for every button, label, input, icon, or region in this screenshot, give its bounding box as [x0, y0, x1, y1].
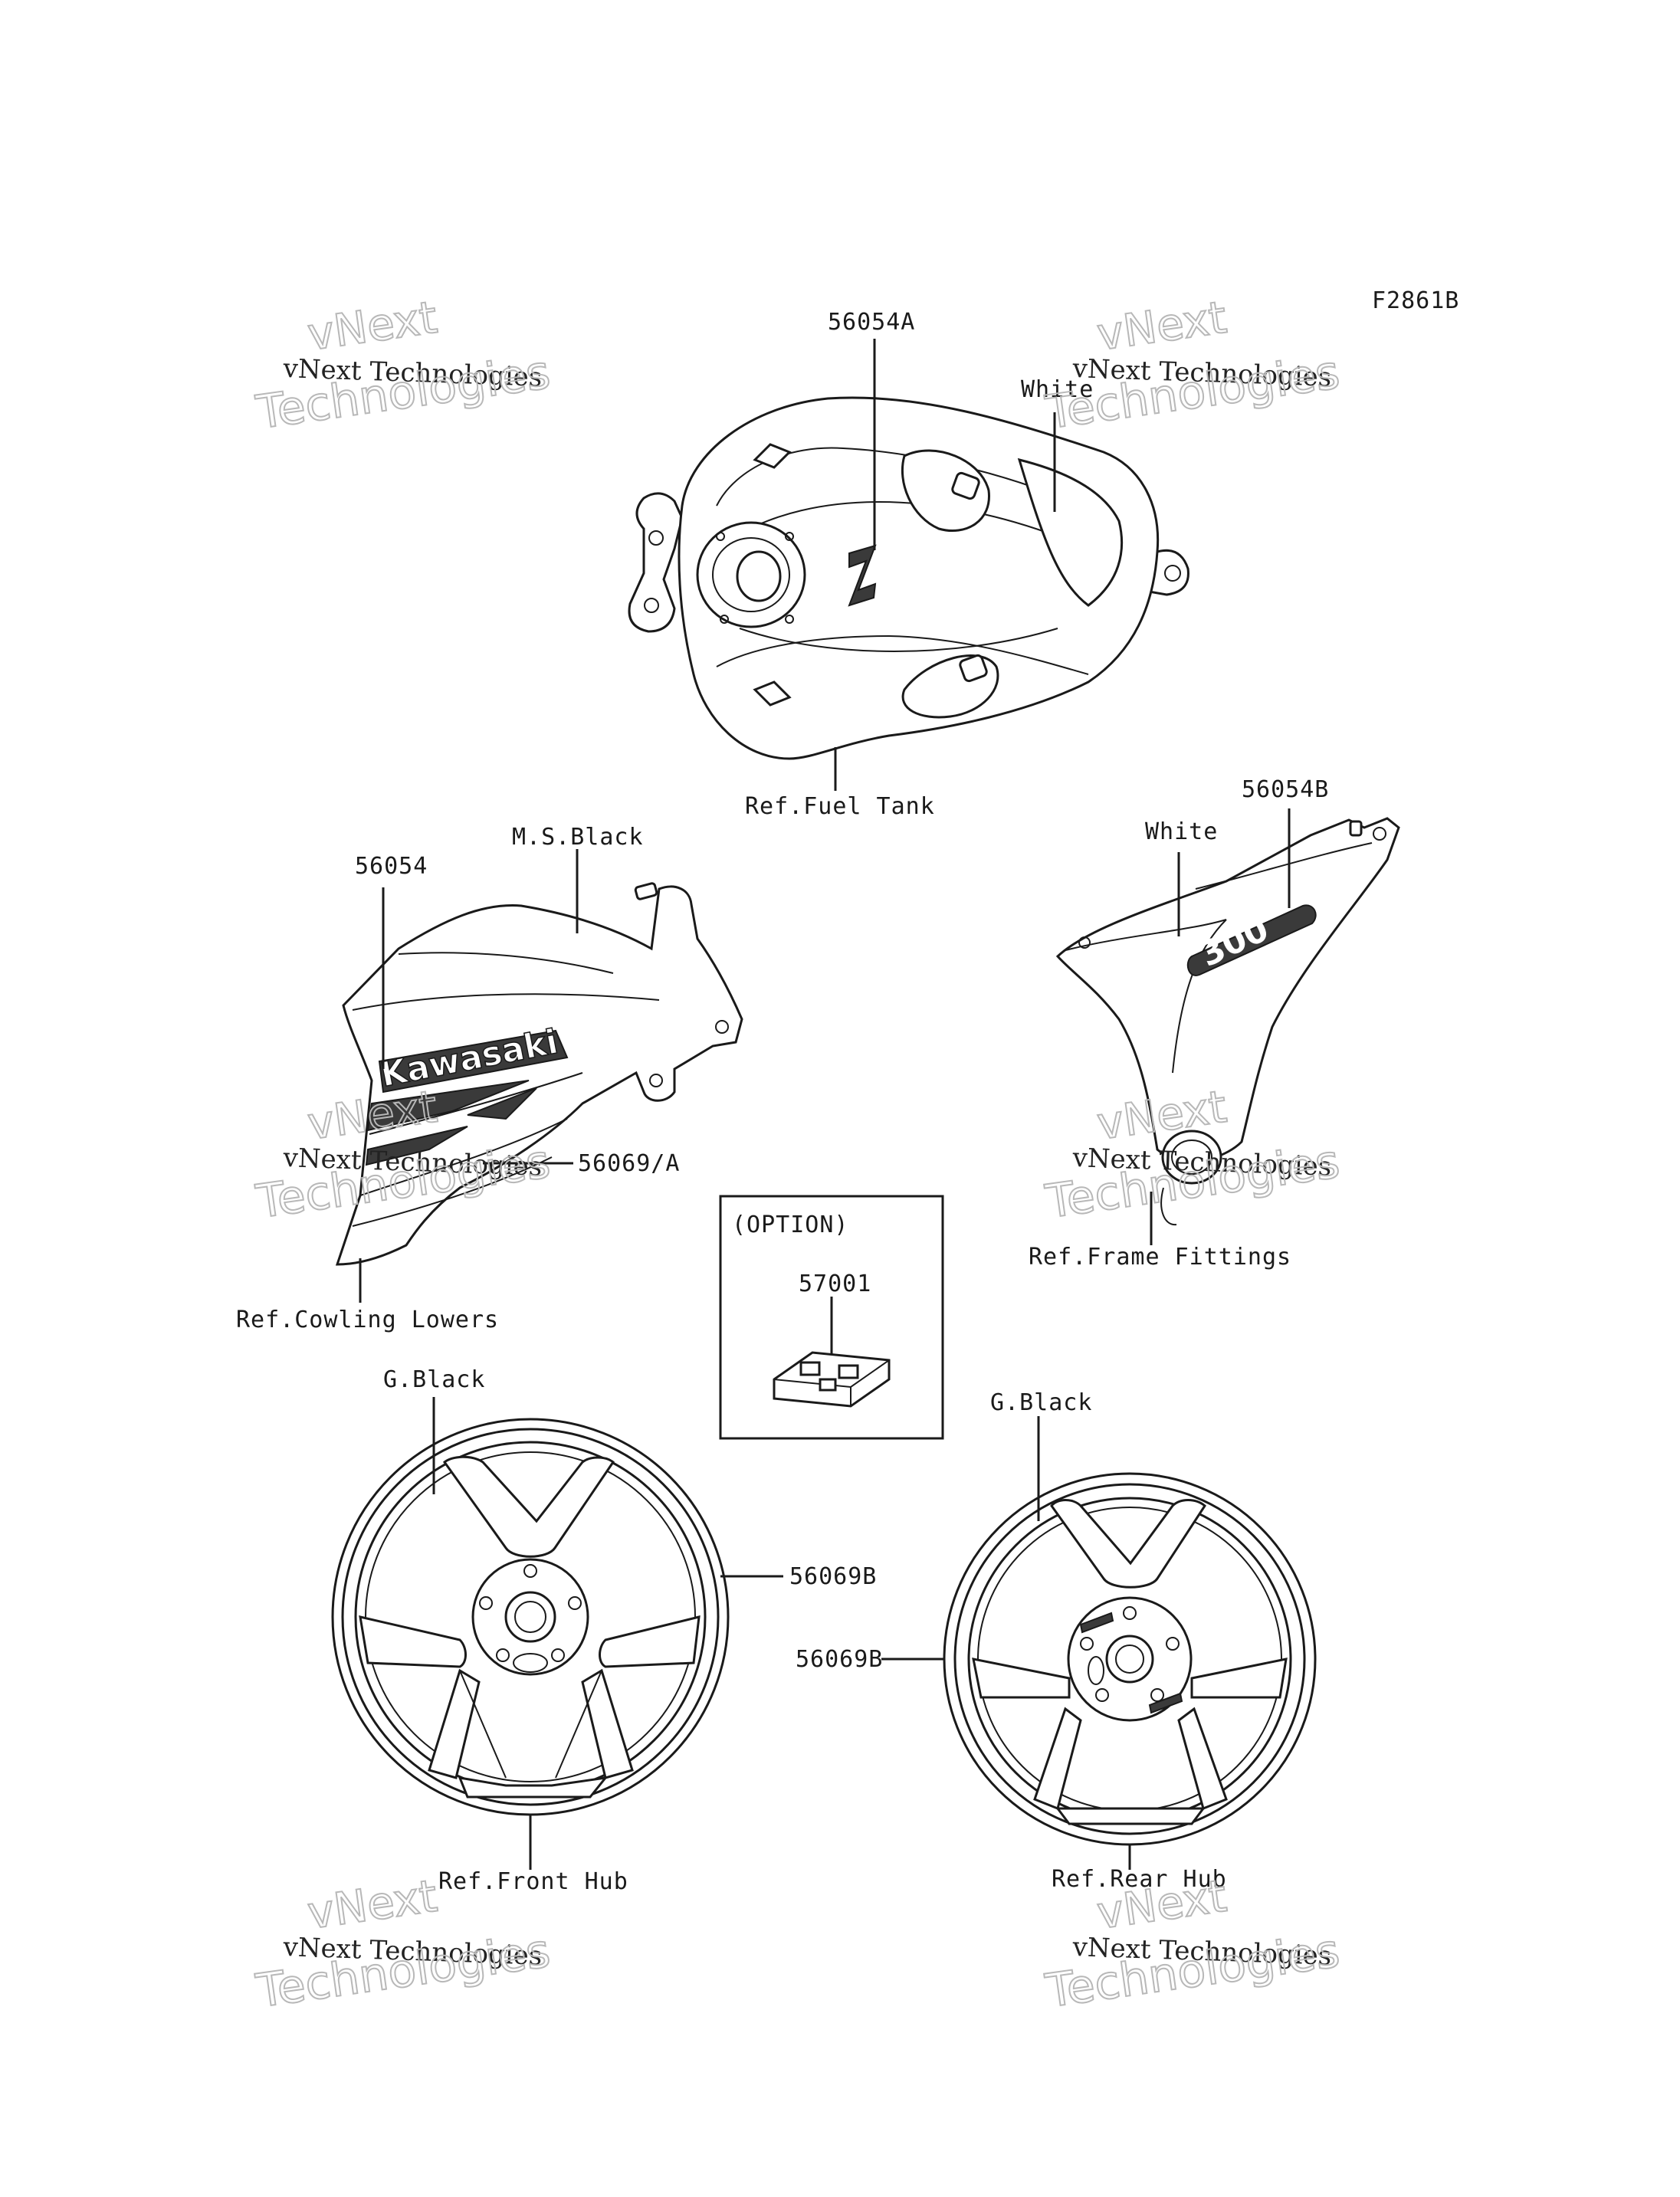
label-56054B: 56054B [1242, 776, 1329, 803]
label-ref-rear-hub: Ref.Rear Hub [1052, 1866, 1227, 1893]
figure-id: F2861B [1372, 287, 1459, 314]
cowling-lower-drawing: Kawasaki [335, 882, 743, 1266]
label-ref-front-hub: Ref.Front Hub [438, 1868, 628, 1895]
label-rear-g-black: G.Black [990, 1389, 1092, 1416]
label-front-g-black: G.Black [383, 1366, 485, 1393]
watermark-top-left: vNext vNext Technologies Technologies [252, 290, 554, 441]
watermark-mid-right: vNext vNext Technologies Technologies [1042, 1080, 1344, 1230]
frame-cover-drawing: 300 [1055, 817, 1400, 1226]
svg-text:vNext: vNext [304, 291, 440, 361]
label-option: (OPTION) [732, 1212, 849, 1238]
label-ms-black: M.S.Black [512, 824, 644, 851]
label-ref-fuel-tank: Ref.Fuel Tank [745, 793, 935, 820]
option-box: (OPTION) 57001 [719, 1195, 944, 1440]
label-56069-A: 56069/A [578, 1150, 680, 1177]
label-56054: 56054 [355, 853, 428, 880]
label-front-56069B: 56069B [789, 1563, 877, 1590]
fuel-tank-drawing [628, 396, 1189, 760]
svg-text:vNext: vNext [1094, 291, 1229, 361]
label-ref-frame-fittings: Ref.Frame Fittings [1029, 1244, 1291, 1271]
rear-wheel-drawing [943, 1472, 1317, 1846]
z-emblem-decal [848, 544, 877, 607]
label-57001: 57001 [799, 1271, 871, 1297]
svg-text:vNext: vNext [304, 1870, 440, 1940]
label-tank-white: White [1021, 376, 1094, 403]
watermark-top-right: vNext vNext Technologies Technologies [1042, 290, 1344, 441]
label-ref-cowling-lowers: Ref.Cowling Lowers [236, 1307, 499, 1333]
label-56054A: 56054A [828, 309, 915, 336]
label-side-white: White [1145, 818, 1218, 845]
option-tool-drawing [773, 1351, 891, 1408]
label-rear-56069B: 56069B [796, 1646, 883, 1673]
front-wheel-drawing [331, 1418, 730, 1816]
